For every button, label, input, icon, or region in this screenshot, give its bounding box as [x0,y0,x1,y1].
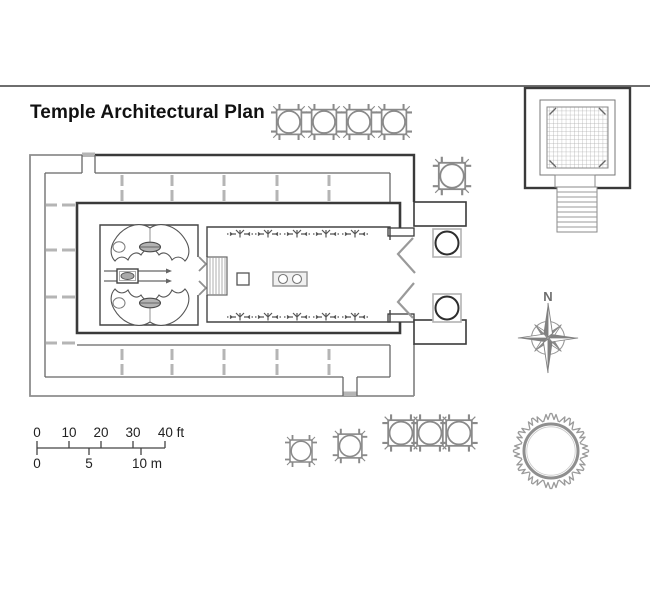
outer-courtyard-wall [29,152,416,397]
porch-wall-top [413,201,467,227]
inner-sanctuary-door-leaves [198,256,208,296]
scale-m-5: 5 [85,456,93,471]
entrance-jamb-bottom [387,313,415,323]
showbread-table [272,271,308,287]
scale-ft-30: 30 [125,425,140,440]
courtyard-door-top-left [82,152,95,157]
bronze-altar [523,86,632,233]
cherub-south [110,288,190,326]
entrance-door-leaves [396,237,416,319]
main-hall [206,226,391,323]
porch-wall-bottom [413,319,467,345]
holy-of-holies [99,224,208,326]
incense-altar [236,272,250,286]
lampstands-north-row [226,229,369,239]
compass-rose: N [517,289,579,374]
page-title: Temple Architectural Plan [30,102,265,123]
capital-ornament-single [431,155,473,197]
cherub-north [110,224,190,262]
lampstands-south-row [226,312,369,322]
entrance-jamb-top [387,227,415,237]
altar-grate [546,106,609,169]
scale-bar: 0 10 20 30 40 ft 0 5 10 m [33,425,184,471]
sanctuary-steps [206,256,228,296]
scale-m-10: 10 m [132,456,162,471]
porch-pillar-north [432,228,462,258]
altar-horns [549,107,606,168]
scale-ft-10: 10 [61,425,76,440]
courtyard-door-bottom-right [343,391,357,396]
side-chamber-partition-ticks [46,175,331,375]
capital-ornaments-top-row [269,102,414,142]
porch-pillar-south [432,293,462,323]
ark-of-the-covenant [104,268,172,284]
temple-main-walls [75,201,467,345]
north-label: N [543,289,552,304]
figure-top-rule [0,85,650,87]
scale-ft-0: 0 [33,425,41,440]
scale-ft-40: 40 ft [158,425,185,440]
bronze-sea [512,412,590,490]
scale-m-0: 0 [33,456,41,471]
side-chambers-walls [44,155,391,396]
altar-staircase [556,186,598,233]
scale-ft-20: 20 [93,425,108,440]
capital-ornaments-bottom-row [284,413,479,468]
